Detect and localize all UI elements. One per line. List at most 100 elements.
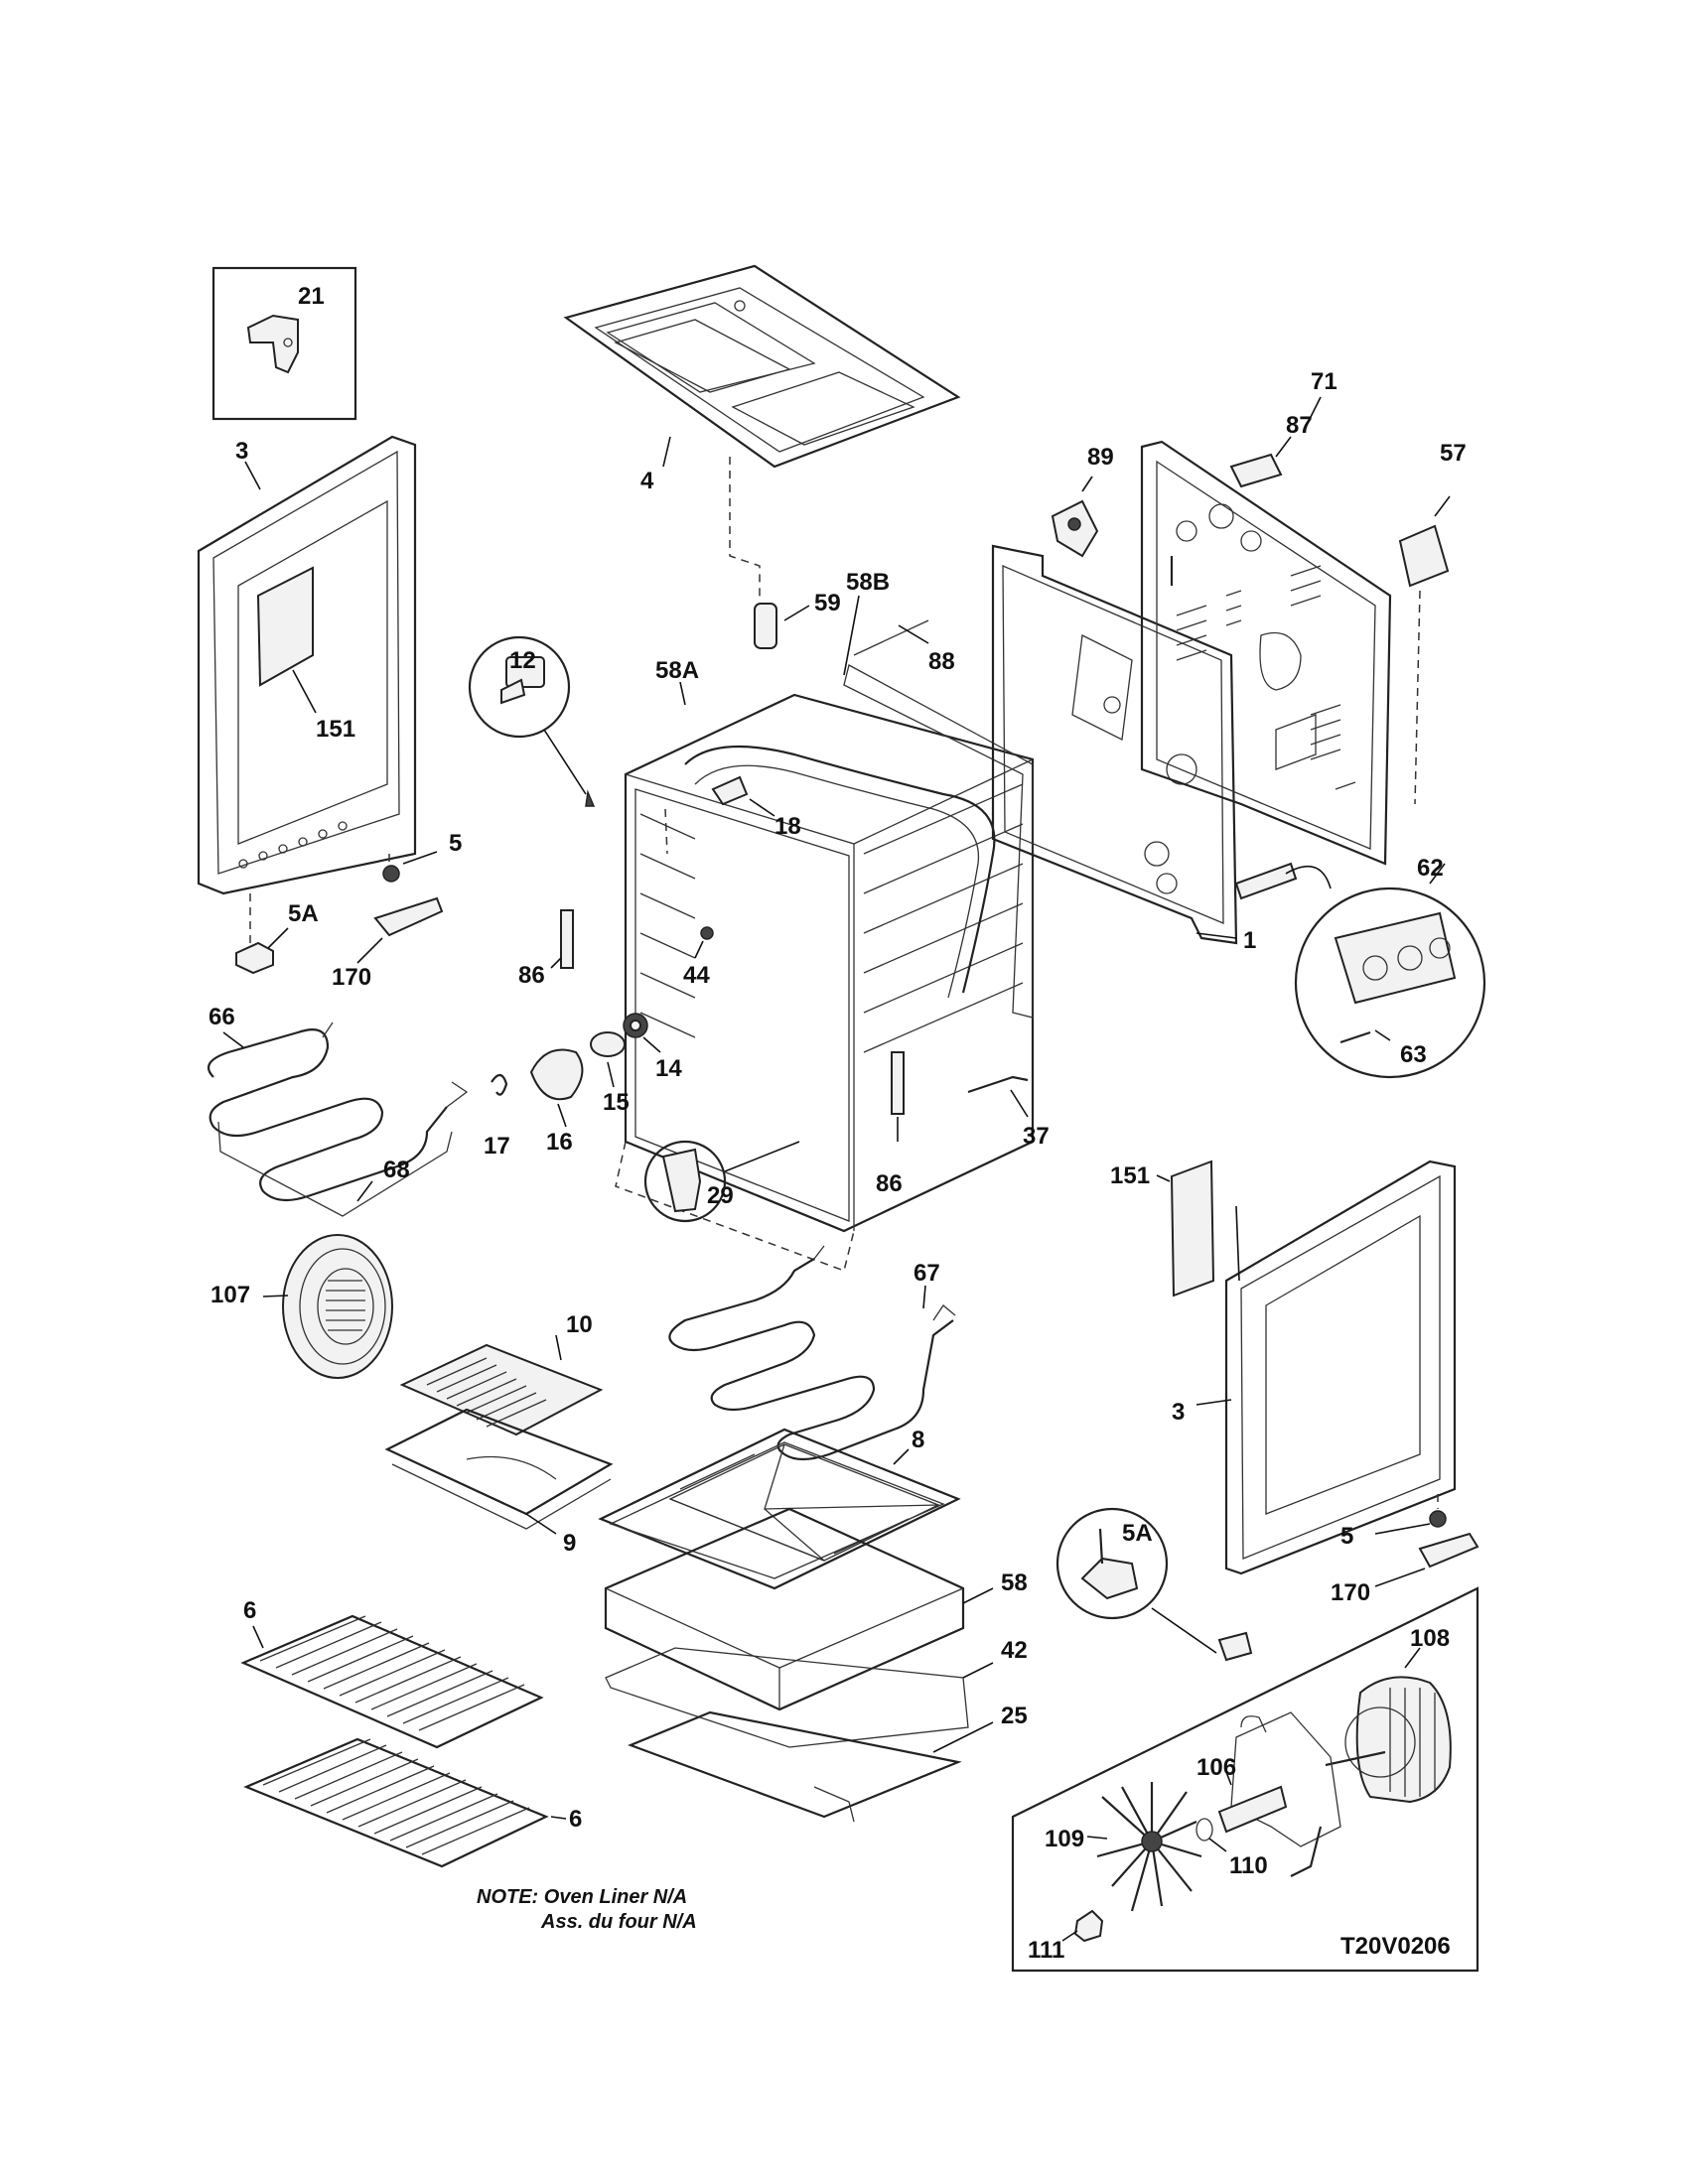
label-87: 87 xyxy=(1286,412,1313,439)
part-89-bracket: 89 xyxy=(1051,444,1114,558)
label-170-right: 170 xyxy=(1331,1579,1370,1606)
right-side-panel: 151 3 xyxy=(1110,1160,1457,1575)
label-86-upper: 86 xyxy=(518,962,545,989)
label-111: 111 xyxy=(1028,1937,1064,1964)
label-9: 9 xyxy=(563,1530,576,1557)
part-57-cover: 57 xyxy=(1398,440,1467,805)
note-line-1: NOTE: Oven Liner N/A xyxy=(477,1886,687,1908)
label-89: 89 xyxy=(1087,444,1114,471)
oven-bottom-8: 8 xyxy=(598,1427,961,1590)
label-108: 108 xyxy=(1410,1625,1450,1652)
label-58: 58 xyxy=(1001,1570,1028,1596)
part-15-bulb: 15 xyxy=(590,1031,630,1116)
label-106: 106 xyxy=(1196,1754,1236,1781)
label-6-upper: 6 xyxy=(243,1597,256,1624)
label-151-right: 151 xyxy=(1110,1162,1150,1189)
label-170-left: 170 xyxy=(332,964,371,991)
oven-rack-6-upper: 6 xyxy=(240,1597,544,1749)
label-4: 4 xyxy=(640,468,654,494)
label-67: 67 xyxy=(914,1260,940,1287)
insulation-58B: 58B 88 xyxy=(843,569,1034,1019)
label-5A-right: 5A xyxy=(1122,1520,1153,1547)
oven-liner-note: NOTE: Oven Liner N/A Ass. du four N/A xyxy=(477,1886,697,1933)
fan-cover-107: 107 xyxy=(211,1234,393,1379)
label-10: 10 xyxy=(566,1311,593,1338)
label-15: 15 xyxy=(603,1089,630,1116)
label-14: 14 xyxy=(655,1055,682,1082)
label-151-left: 151 xyxy=(316,716,355,743)
washer-110: 110 xyxy=(1196,1818,1268,1879)
label-107: 107 xyxy=(211,1282,250,1308)
leveler-5A-left: 5A xyxy=(235,893,319,975)
fan-blade-109: 109 xyxy=(1045,1782,1202,1912)
bracket-170-right: 170 xyxy=(1331,1532,1479,1606)
broil-element-66: 66 xyxy=(207,1004,469,1202)
left-side-panel: 3 151 xyxy=(197,435,417,895)
oven-rack-6-lower: 6 xyxy=(243,1737,582,1868)
part-21-inset: 21 xyxy=(211,266,357,421)
bracket-170-left: 170 xyxy=(332,896,444,991)
fan-motor-108: 108 xyxy=(1325,1625,1452,1804)
label-66: 66 xyxy=(209,1004,235,1030)
label-6-lower: 6 xyxy=(569,1806,582,1833)
label-29: 29 xyxy=(707,1182,734,1209)
label-18: 18 xyxy=(774,813,801,840)
part-87: 87 xyxy=(1229,412,1313,488)
label-57: 57 xyxy=(1440,440,1467,467)
part-59: 59 xyxy=(754,590,841,649)
label-37: 37 xyxy=(1023,1123,1050,1150)
back-panel-1: 1 xyxy=(991,544,1256,954)
part-17-clip: 17 xyxy=(484,1073,510,1160)
label-8: 8 xyxy=(912,1427,924,1453)
label-25: 25 xyxy=(1001,1703,1028,1729)
label-110: 110 xyxy=(1229,1852,1268,1879)
label-88: 88 xyxy=(928,648,955,675)
part-37-wire: 37 xyxy=(967,1075,1050,1150)
label-63: 63 xyxy=(1400,1041,1427,1068)
part-86-lower: 86 xyxy=(876,1051,905,1197)
screw-63: 63 xyxy=(1339,1029,1427,1068)
part-86-upper: 86 xyxy=(518,909,574,989)
label-12: 12 xyxy=(509,647,536,674)
note-line-2: Ass. du four N/A xyxy=(540,1911,697,1933)
label-5-right: 5 xyxy=(1340,1523,1353,1550)
terminal-block-62: 62 xyxy=(1234,855,1486,1079)
label-44: 44 xyxy=(683,962,710,989)
broil-pan-9: 9 xyxy=(384,1408,614,1557)
callout-29: 29 xyxy=(643,1140,800,1223)
label-16: 16 xyxy=(546,1129,573,1156)
label-58B: 58B xyxy=(846,569,890,596)
screw-5-left: 5 xyxy=(382,830,462,883)
screw-5-right: 5 xyxy=(1340,1494,1447,1550)
oven-cavity-58A: 58A xyxy=(615,657,1035,1272)
label-5A-left: 5A xyxy=(288,900,319,927)
label-59: 59 xyxy=(814,590,841,616)
label-58A: 58A xyxy=(655,657,699,684)
part-44: 44 xyxy=(683,926,714,989)
insulation-block-58: 58 xyxy=(604,1507,1028,1711)
label-1: 1 xyxy=(1243,927,1256,954)
heat-shield-68: 68 xyxy=(217,1121,453,1217)
label-3-right: 3 xyxy=(1172,1399,1185,1426)
bottom-plate-25: 25 xyxy=(627,1703,1028,1823)
broil-pan-insert-10: 10 xyxy=(399,1311,604,1436)
frame-42: 42 xyxy=(605,1637,1028,1748)
bake-element-67: 67 xyxy=(668,1245,956,1461)
label-3-left: 3 xyxy=(235,438,248,465)
label-17: 17 xyxy=(484,1133,510,1160)
nut-111: 111 xyxy=(1028,1909,1104,1964)
rear-cover-71: 71 xyxy=(1140,368,1392,866)
callout-12: 12 xyxy=(468,635,596,807)
label-86-lower: 86 xyxy=(876,1170,903,1197)
label-5-left: 5 xyxy=(449,830,462,857)
top-panel-4: 4 xyxy=(563,264,961,601)
label-42: 42 xyxy=(1001,1637,1028,1664)
diagram-code: T20V0206 xyxy=(1340,1933,1451,1960)
label-109: 109 xyxy=(1045,1826,1084,1852)
part-18: 18 xyxy=(711,775,801,840)
part-14-socket: 14 xyxy=(623,1013,682,1082)
label-62: 62 xyxy=(1417,855,1444,882)
callout-5A-right: 5A xyxy=(1055,1507,1253,1662)
part-16-lens: 16 xyxy=(529,1048,584,1156)
